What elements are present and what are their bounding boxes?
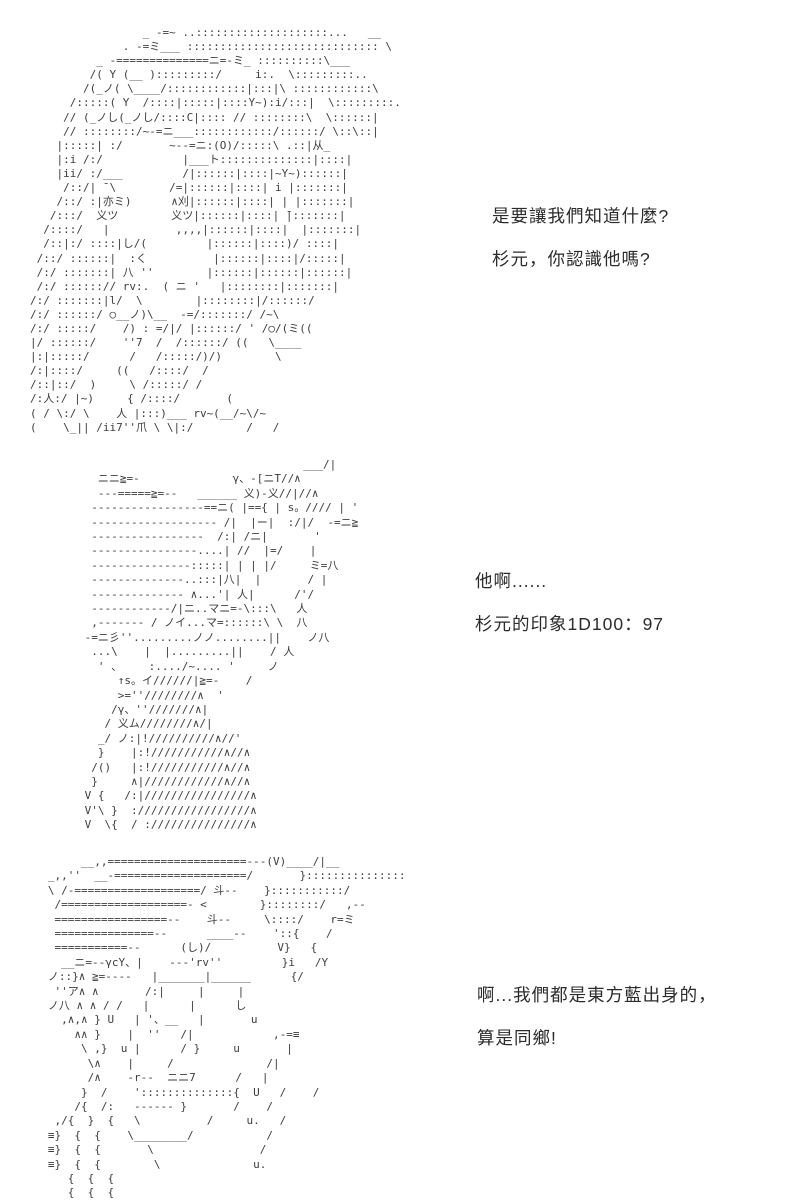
ascii-art-panel-3: __,,=====================---(V)____/|__ …: [47, 855, 406, 1200]
dialogue-line: 杉元，你認識他嗎?: [492, 249, 651, 269]
dialogue-line: 啊...我們都是東方藍出身的，: [477, 985, 717, 1005]
dialogue-line: 他啊......: [475, 571, 548, 591]
ascii-art-panel-1: _ -=~ ..::::::::::::::::::::... __ . -=ミ…: [30, 26, 401, 434]
dialogue-block-2: 他啊...... 杉元的印象1D100：97: [475, 570, 664, 635]
ascii-art-panel-2: ___/| ニニ≧=- γ、-[ニT//∧ ---=====≧=-- _____…: [84, 458, 359, 832]
dialogue-line: 是要讓我們知道什麼?: [492, 206, 670, 226]
dialogue-line: 算是同鄉!: [477, 1028, 557, 1048]
dialogue-line: 杉元的印象1D100：97: [475, 614, 665, 634]
dialogue-block-3: 啊...我們都是東方藍出身的， 算是同鄉!: [477, 984, 717, 1049]
dialogue-block-1: 是要讓我們知道什麼? 杉元，你認識他嗎?: [492, 205, 669, 270]
